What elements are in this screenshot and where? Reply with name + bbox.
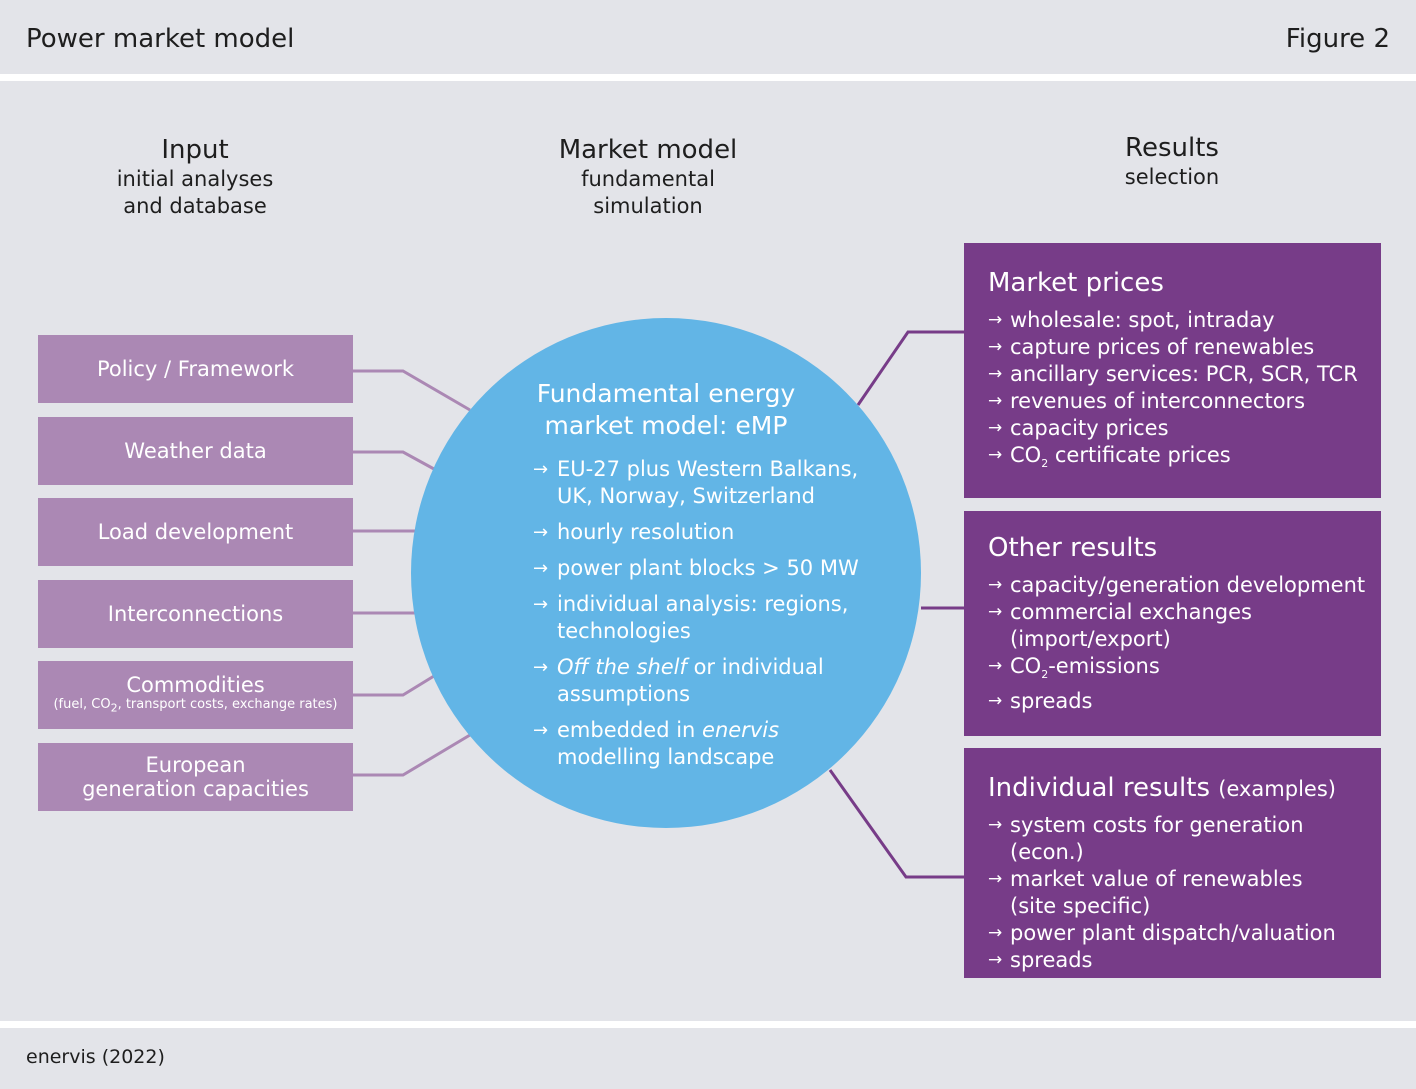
result-title: Other results [988,533,1158,563]
arrow-icon: → [988,691,1003,712]
list-item: →ancillary services: PCR, SCR, TCR [988,362,1358,386]
arrow-icon: → [988,337,1003,357]
arrow-icon: → [988,923,1003,943]
list-item: →revenues of interconnectors [988,389,1306,413]
input-box-interconnections: Interconnections [38,580,353,648]
input-title: Input [161,135,229,165]
list-item: →capacity prices [988,416,1169,440]
model-heading: Market model fundamental simulation [488,134,808,220]
arrow-icon: → [533,558,549,579]
figure-label: Figure 2 [1285,24,1390,54]
connector-weather [353,450,435,471]
arrow-icon: → [533,657,549,678]
input-label: Interconnections [107,602,284,626]
result-list: →wholesale: spot, intraday →capture pric… [988,307,1373,477]
list-item: →embedded in enervis modelling landscape [533,718,780,769]
arrow-icon: → [988,445,1003,465]
connector-market-prices [856,330,964,406]
arrow-icon: → [988,310,1003,330]
result-list: →system costs for generation (econ.) →ma… [988,812,1373,974]
results-title: Results [1125,133,1219,163]
result-box-market-prices: Market prices →wholesale: spot, intraday… [964,243,1381,498]
input-label: Policy / Framework [96,357,295,381]
arrow-icon: → [988,364,1003,384]
list-item: →system costs for generation (econ.) [988,813,1304,864]
header-bar [0,0,1416,74]
list-item: →capture prices of renewables [988,335,1315,359]
arrow-icon: → [533,594,549,615]
results-heading: Results selection [1012,132,1332,191]
list-item: →capacity/generation development [988,573,1366,597]
model-circle-title: Fundamental energy market model: eMP [536,379,796,440]
connector-capacities [353,733,471,777]
input-box-load: Load development [38,498,353,566]
connector-policy [353,369,471,412]
input-subtitle: initial analyses and database [116,167,274,218]
list-item: →CO2-emissions [988,654,1160,682]
list-item: →power plant dispatch/valuation [988,921,1336,945]
list-item: →spreads [988,948,1093,972]
input-heading: Input initial analyses and database [35,134,355,220]
arrow-icon: → [533,459,549,480]
result-list: →capacity/generation development →commer… [988,572,1373,715]
input-note: (fuel, CO2, transport costs, exchange ra… [53,697,338,715]
result-box-individual-results: Individual results (examples) →system co… [964,748,1381,978]
list-item: →individual analysis: regions, technolog… [533,592,849,643]
input-box-weather: Weather data [38,417,353,485]
arrow-icon: → [988,869,1003,889]
arrow-icon: → [988,391,1003,411]
arrow-icon: → [533,522,549,543]
input-label: Commodities [126,673,265,698]
model-title: Market model [558,135,738,165]
page-title: Power market model [26,24,295,54]
arrow-icon: → [988,815,1003,835]
input-box-policy: Policy / Framework [38,335,353,403]
arrow-icon: → [988,418,1003,438]
model-subtitle: fundamental simulation [581,167,715,218]
list-item: →commercial exchanges (import/export) [988,600,1252,651]
arrow-icon: → [988,575,1003,595]
list-item: →Off the shelf or individual assumptions [533,655,824,706]
result-title-note: (examples) [1218,777,1336,801]
input-label: Weather data [124,439,267,463]
arrow-icon: → [533,720,549,741]
input-label: Load development [97,520,294,544]
model-circle: Fundamental energy market model: eMP →EU… [411,318,921,828]
list-item: →hourly resolution [533,520,735,544]
source-note: enervis (2022) [26,1046,165,1068]
input-box-commodities: Commodities (fuel, CO2, transport costs,… [38,661,353,729]
result-box-other-results: Other results →capacity/generation devel… [964,511,1381,736]
list-item: →market value of renewables (site specif… [988,867,1303,918]
list-item: →power plant blocks > 50 MW [533,556,859,580]
footer-bar [0,1028,1416,1089]
list-item: →wholesale: spot, intraday [988,308,1275,332]
connector-individual-results [828,769,964,879]
input-label: European generation capacities [82,753,309,801]
model-feature-list: →EU-27 plus Western Balkans, UK, Norway,… [533,456,883,780]
results-subtitle: selection [1124,165,1220,189]
result-title: Individual results (examples) [988,773,1336,803]
arrow-icon: → [988,656,1003,676]
list-item: →EU-27 plus Western Balkans, UK, Norway,… [533,457,859,508]
list-item: →CO2 certificate prices [988,443,1231,471]
arrow-icon: → [988,950,1003,970]
input-box-capacities: European generation capacities [38,743,353,811]
arrow-icon: → [988,602,1003,622]
list-item: →spreads [988,689,1093,714]
result-title: Market prices [988,268,1164,298]
connector-commodities [353,674,435,697]
